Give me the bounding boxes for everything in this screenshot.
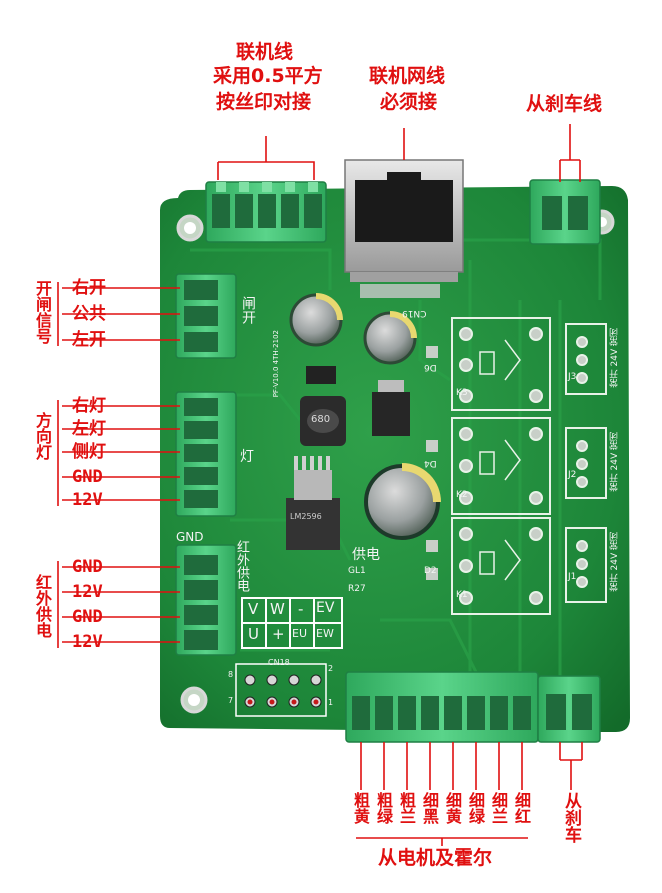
table-r2-c1: U — [248, 625, 259, 643]
silk-cn18: CN18 — [268, 658, 290, 667]
netline-title: 联机网线 — [369, 65, 446, 87]
table-r1-c2: W — [270, 600, 285, 618]
turn-pin-left: 左灯 — [72, 419, 106, 439]
motor-pin-1: 粗黄 — [351, 792, 370, 824]
silk-ir-power: 红外供电 — [234, 540, 249, 592]
netline-note: 必须接 — [380, 91, 438, 113]
table-r1-c4: EV — [316, 600, 335, 616]
annotation-lines — [57, 124, 583, 846]
table-r2-c4: EW — [316, 627, 334, 640]
ir-pin-gnd-2: GND — [72, 607, 103, 627]
brake-title: 从刹车线 — [526, 93, 603, 115]
silk-pin1: 1 — [328, 698, 334, 707]
rj45-jack — [344, 159, 464, 298]
silk-relay-1: 常开 24V 常闭 — [610, 532, 620, 592]
silk-light: 灯 — [240, 449, 254, 465]
motor-pin-3: 粗兰 — [397, 792, 416, 824]
silk-model: PF-V10.0 4TH-2102 — [272, 330, 280, 398]
linkline-title: 联机线 — [236, 41, 294, 63]
motor-pin-2: 粗绿 — [374, 792, 393, 824]
motor-pin-8: 细红 — [512, 792, 531, 824]
silk-gnd: GND — [176, 530, 204, 544]
silk-d6: D6 — [424, 362, 437, 372]
transistor — [306, 366, 410, 436]
ir-group-label: 红外供电 — [33, 574, 52, 638]
ir-pin-gnd-1: GND — [72, 557, 103, 577]
turn-group-label: 方向灯 — [33, 412, 52, 460]
diodes — [426, 346, 438, 580]
silk-j2: J2 — [568, 470, 577, 480]
silk-k1: K1 — [456, 590, 468, 600]
table-r2-c2: + — [272, 625, 285, 643]
terminal-door-3pin — [175, 273, 237, 359]
capacitors — [289, 293, 441, 540]
header-cn18 — [235, 663, 327, 717]
silk-d2: D2 — [424, 566, 437, 576]
turn-pin-side: 侧灯 — [72, 442, 106, 462]
silk-relay-3: 常开 24V 常闭 — [610, 328, 620, 388]
motor-pin-6: 细绿 — [466, 792, 485, 824]
silk-cn19: CN19 — [402, 308, 427, 318]
silk-k2: K2 — [456, 490, 468, 500]
silk-gl1: GL1 — [348, 566, 366, 576]
table-r1-c3: - — [298, 600, 304, 618]
silk-pin7: 7 — [228, 696, 234, 705]
silk-r27: R27 — [348, 584, 366, 594]
terminal-brake-top — [529, 179, 601, 245]
terminal-motor-8pin — [345, 671, 539, 743]
brake-bottom-label: 从刹车 — [561, 792, 581, 843]
terminal-turn-5pin — [175, 391, 237, 517]
linkline-spec: 采用0.5平方 — [213, 65, 323, 87]
turn-pin-12v: 12V — [72, 490, 103, 510]
door-pin-common: 公共 — [72, 304, 106, 324]
motor-pin-5: 细黄 — [443, 792, 462, 824]
table-r2-c3: EU — [292, 627, 308, 640]
door-group-label: 开闸信号 — [33, 280, 52, 344]
turn-pin-gnd: GND — [72, 467, 103, 487]
silk-relay-2: 常开 24V 常闭 — [610, 432, 620, 492]
silk-k3: K3 — [456, 388, 468, 398]
inductor — [300, 396, 346, 446]
motor-pin-4: 细黑 — [420, 792, 439, 824]
silk-d4: D4 — [424, 458, 437, 468]
terminal-brake-bottom — [537, 675, 601, 743]
silk-door: 闸开 — [240, 296, 256, 324]
pcb-board — [160, 186, 630, 732]
silk-pin8: 8 — [228, 670, 234, 679]
turn-pin-right: 右灯 — [72, 396, 106, 416]
silk-inductor: 680 — [311, 414, 331, 425]
regulator-chip — [286, 456, 340, 550]
silk-pin2: 2 — [328, 664, 334, 673]
ir-pin-12v-2: 12V — [72, 632, 103, 652]
motor-group-title: 从电机及霍尔 — [378, 847, 493, 869]
door-pin-right: 右开 — [72, 278, 106, 298]
silk-chip: LM2596 — [290, 512, 322, 521]
ir-pin-12v-1: 12V — [72, 582, 103, 602]
relays — [451, 317, 607, 615]
motor-pin-7: 细兰 — [489, 792, 508, 824]
terminal-link-5pin — [205, 181, 327, 243]
relay-coils — [479, 339, 521, 581]
terminal-ir-4pin — [175, 544, 237, 656]
relay-pads — [459, 327, 588, 605]
silk-j3: J3 — [568, 372, 577, 382]
motor-table-grid — [241, 597, 343, 649]
table-r1-c1: V — [248, 600, 259, 618]
silk-power: 供电 — [352, 547, 380, 563]
silk-j1: J1 — [568, 572, 577, 582]
linkline-note: 按丝印对接 — [216, 91, 312, 113]
door-pin-left: 左开 — [72, 330, 106, 350]
